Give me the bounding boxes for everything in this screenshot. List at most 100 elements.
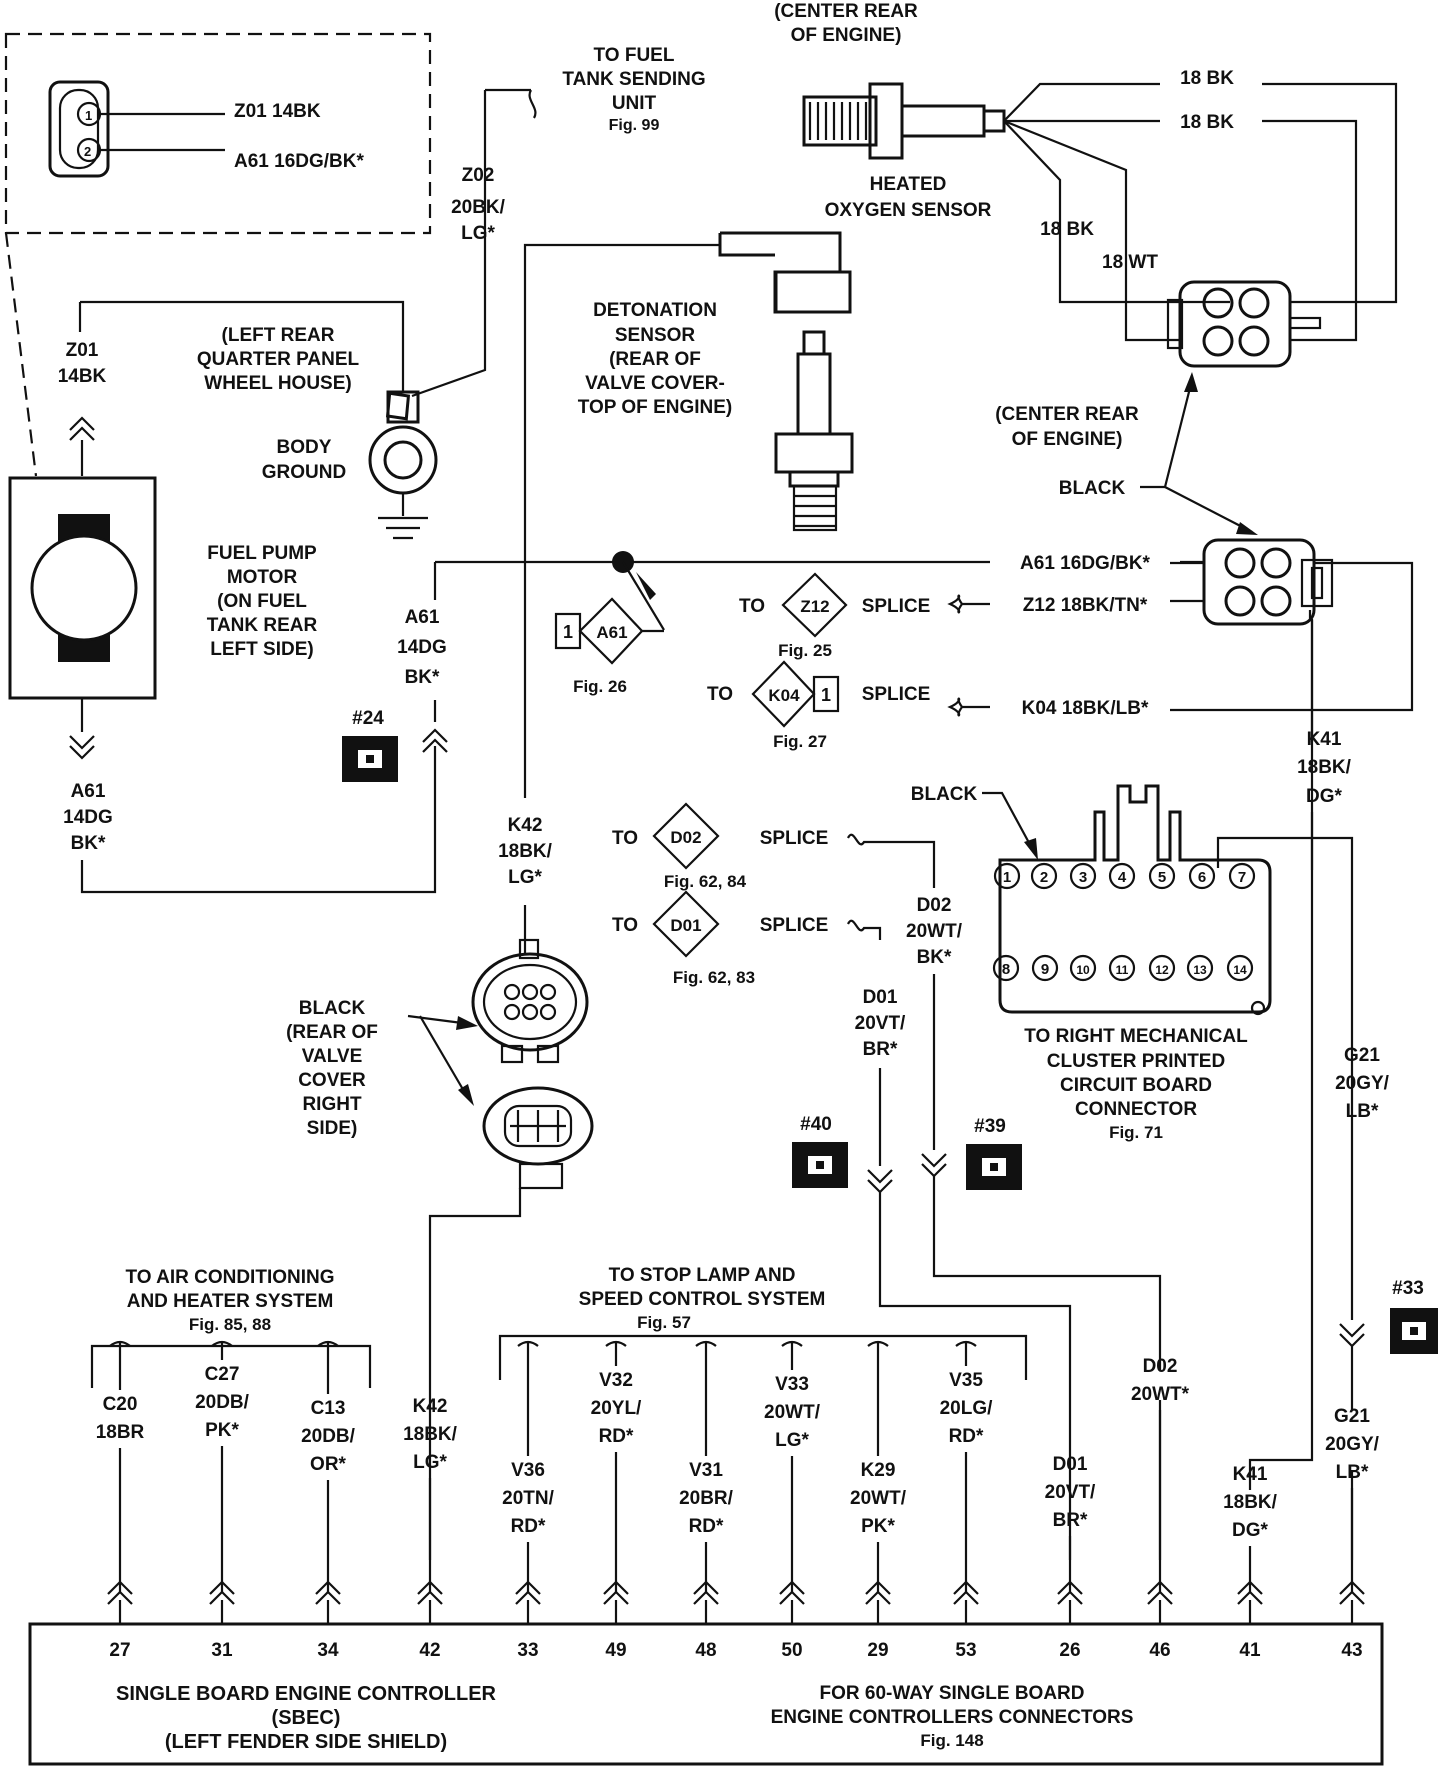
svg-text:TANK SENDING: TANK SENDING: [562, 69, 705, 90]
center-rear-label-top: (CENTER REAR OF ENGINE): [774, 1, 918, 46]
svg-text:MOTOR: MOTOR: [227, 567, 298, 588]
svg-text:1: 1: [821, 685, 831, 705]
bottom-wire-label: V35: [949, 1370, 983, 1391]
z01-wire-label: Z01 14BK: [58, 340, 107, 387]
svg-text:ENGINE CONTROLLERS CONNECTORS: ENGINE CONTROLLERS CONNECTORS: [771, 1707, 1134, 1728]
ground-39: #39: [966, 1116, 1022, 1190]
o2-wire-3-label: 18 BK: [1040, 219, 1094, 240]
connector-chevron: [107, 1580, 133, 1605]
cluster-pin-circle: [1069, 954, 1097, 982]
connector-chevron: [953, 1580, 979, 1605]
controller-pin-number: 27: [109, 1640, 130, 1661]
bottom-wire-label: 20VT/: [1045, 1482, 1096, 1503]
svg-text:D02: D02: [917, 895, 952, 916]
svg-text:LB*: LB*: [1346, 1101, 1379, 1122]
svg-text:#24: #24: [352, 708, 384, 729]
bottom-wire-label: C13: [311, 1398, 346, 1419]
connector-chevron: [1147, 1580, 1173, 1605]
svg-text:20GY/: 20GY/: [1335, 1073, 1390, 1094]
bottom-wire-label: 20WT/: [850, 1488, 907, 1509]
a61-main-wire-label: A61 16DG/BK*: [1020, 553, 1150, 574]
bottom-wire-label: 20DB/: [301, 1426, 356, 1447]
svg-text:A61: A61: [71, 781, 106, 802]
bottom-wire-label: 18BR: [96, 1422, 145, 1443]
controller-pin-number: 42: [419, 1640, 440, 1661]
bottom-wire-label: 18BK/: [403, 1424, 458, 1445]
cluster-pin-number: 1: [1003, 869, 1011, 886]
svg-text:AND HEATER SYSTEM: AND HEATER SYSTEM: [127, 1291, 334, 1312]
bottom-wire-label: D02: [1143, 1356, 1178, 1377]
svg-text:SPEED CONTROL SYSTEM: SPEED CONTROL SYSTEM: [579, 1289, 826, 1310]
svg-text:RIGHT: RIGHT: [302, 1094, 362, 1115]
svg-text:SPLICE: SPLICE: [760, 828, 829, 849]
o2-wire-2-label: 18 BK: [1180, 112, 1234, 133]
wire-tap: [605, 1340, 627, 1366]
svg-text:A61: A61: [405, 607, 440, 628]
svg-text:TO AIR CONDITIONING: TO AIR CONDITIONING: [126, 1267, 335, 1288]
svg-text:1: 1: [85, 108, 92, 123]
detonation-sensor: DETONATION SENSOR (REAR OF VALVE COVER- …: [578, 231, 854, 532]
connector-chevron: [1237, 1580, 1263, 1605]
a61-left-wire-label: A61 14DG BK*: [63, 781, 113, 854]
bottom-wire-label: K41: [1233, 1464, 1268, 1485]
wire-tap: [109, 1340, 131, 1390]
svg-text:Fig. 99: Fig. 99: [609, 117, 660, 134]
cluster-pin-circle: [1148, 954, 1176, 982]
svg-text:GROUND: GROUND: [262, 462, 346, 483]
center-rear-label-mid: (CENTER REAR OF ENGINE) BLACK: [995, 404, 1139, 499]
wire-tap: [955, 1340, 977, 1366]
bottom-wire-label: D01: [1053, 1454, 1088, 1475]
svg-text:CIRCUIT BOARD: CIRCUIT BOARD: [1060, 1075, 1212, 1096]
svg-text:BODY: BODY: [277, 437, 332, 458]
z12-splice: TO Z12 SPLICE Fig. 25: [739, 572, 930, 660]
wire-tap: [695, 1340, 717, 1456]
bottom-wire-label: 20WT*: [1131, 1384, 1190, 1405]
controller-title: SINGLE BOARD ENGINE CONTROLLER: [116, 1683, 497, 1705]
controller-pin-number: 29: [867, 1640, 888, 1661]
z12-splice-name: Z12: [800, 597, 829, 616]
cluster-pin-circle: [1226, 954, 1254, 982]
bottom-wire-label: 20LG/: [940, 1398, 994, 1419]
svg-text:OF ENGINE): OF ENGINE): [1012, 429, 1123, 450]
bottom-wire-label: RD*: [599, 1426, 634, 1447]
d02-mid-wire-label: D02 20WT/ BK*: [906, 895, 963, 968]
svg-text:OF ENGINE): OF ENGINE): [791, 25, 902, 46]
controller-pin-number: 53: [955, 1640, 976, 1661]
cluster-pin-number: 8: [1002, 961, 1010, 978]
controller-pin-number: 46: [1149, 1640, 1170, 1661]
cluster-connector: BLACK: [911, 784, 1272, 1016]
a61-main-connector: [1202, 538, 1334, 626]
bottom-wire-label: BR*: [1053, 1510, 1088, 1531]
cluster-pin-number: 5: [1158, 869, 1166, 886]
svg-text:BK*: BK*: [917, 947, 952, 968]
bottom-wire-label: LG*: [775, 1430, 809, 1451]
oxygen-sensor-connector: [1166, 280, 1322, 368]
svg-text:TANK REAR: TANK REAR: [207, 615, 318, 636]
svg-text:18BK/: 18BK/: [1297, 757, 1352, 778]
connector-chevron: [603, 1580, 629, 1605]
svg-text:K42: K42: [508, 815, 543, 836]
cluster-pin-circle: [1108, 954, 1136, 982]
svg-text:VALVE: VALVE: [302, 1046, 363, 1067]
svg-text:14DG: 14DG: [63, 807, 113, 828]
controller-pin-number: 26: [1059, 1640, 1080, 1661]
cluster-black-label: BLACK: [911, 784, 978, 805]
connector-chevron: [515, 1580, 541, 1605]
bottom-wire-label: G21: [1334, 1406, 1370, 1427]
svg-text:LEFT SIDE): LEFT SIDE): [210, 639, 313, 660]
connector-chevron: [865, 1580, 891, 1605]
cluster-pin-circle: [993, 862, 1021, 890]
svg-text:SPLICE: SPLICE: [760, 915, 829, 936]
svg-text:DG*: DG*: [1306, 786, 1343, 807]
svg-text:COVER: COVER: [298, 1070, 366, 1091]
o2-wire-1-label: 18 BK: [1180, 68, 1234, 89]
cluster-pin-number: 12: [1155, 963, 1169, 977]
svg-text:Fig. 25: Fig. 25: [778, 641, 832, 660]
cluster-pin-number: 9: [1041, 961, 1049, 978]
controller-pin-number: 49: [605, 1640, 626, 1661]
k04-splice: TO K04 1 SPLICE Fig. 27: [707, 660, 930, 751]
ground-33: #33: [1390, 1278, 1438, 1354]
svg-text:(CENTER REAR: (CENTER REAR: [774, 1, 918, 22]
svg-text:OXYGEN SENSOR: OXYGEN SENSOR: [825, 200, 992, 221]
